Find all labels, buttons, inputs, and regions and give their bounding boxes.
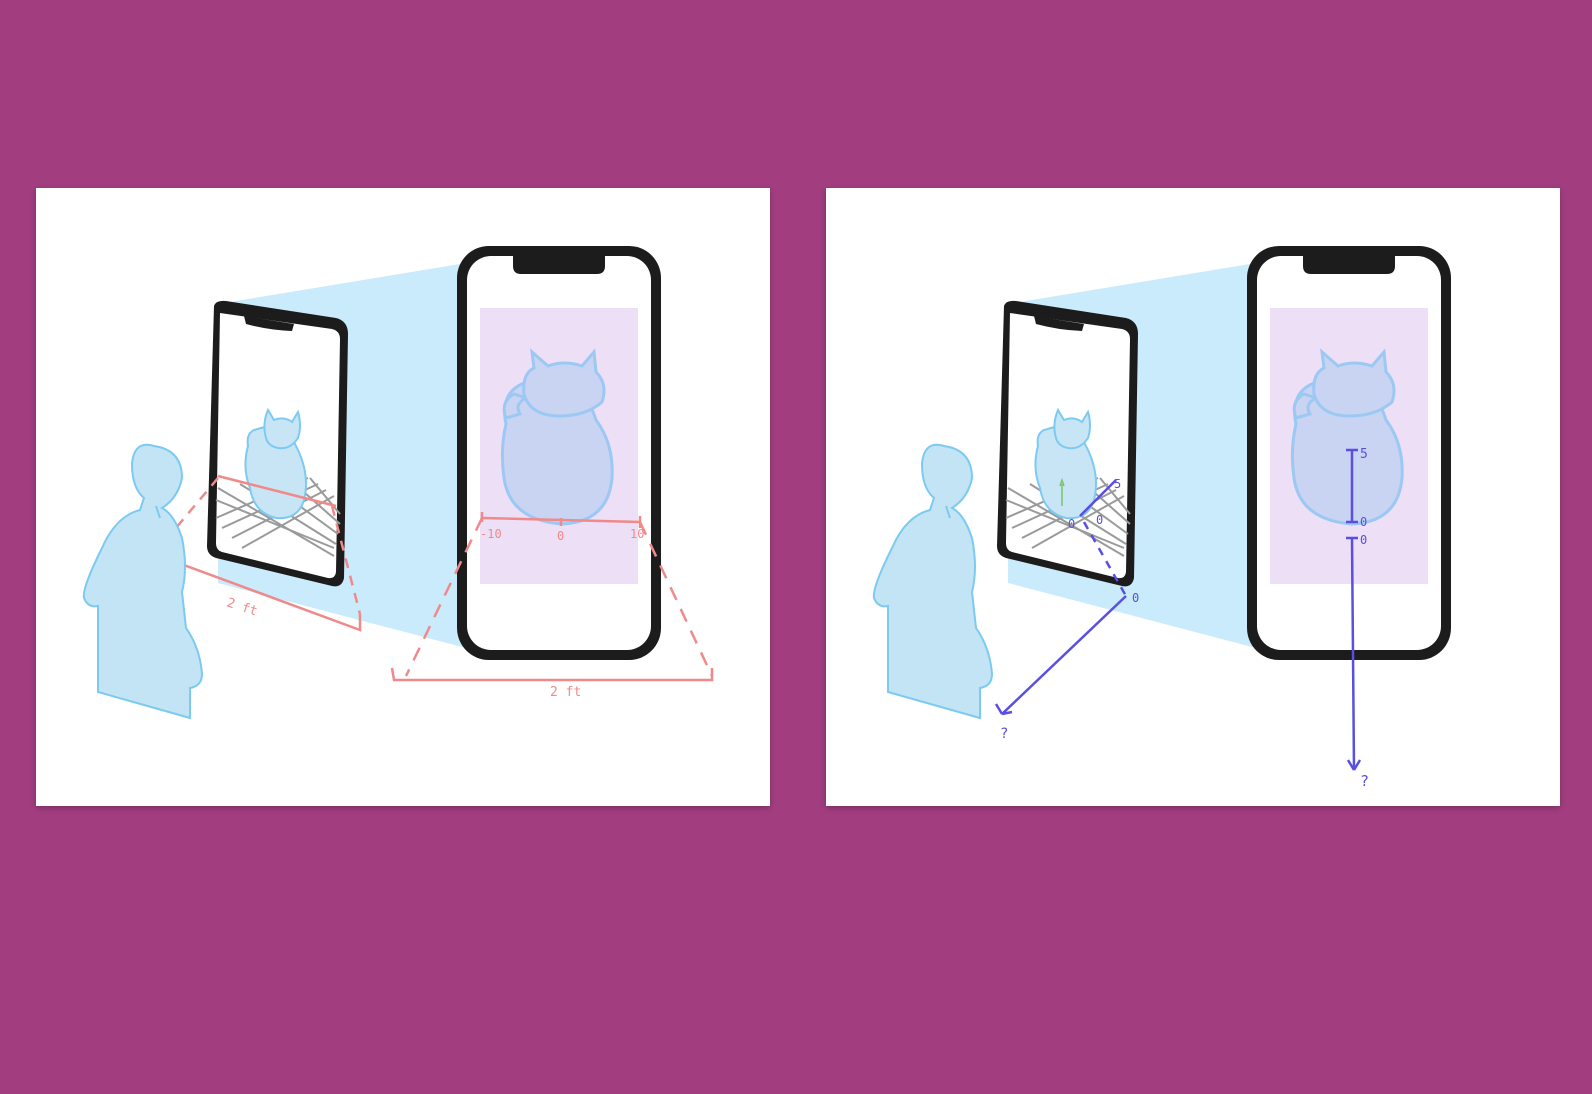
far-unknown-label: ? bbox=[1000, 726, 1008, 742]
small-phone-measure bbox=[994, 479, 1128, 716]
cat-icon bbox=[500, 348, 614, 526]
tick-label-pos: 10 bbox=[630, 527, 644, 541]
distance-label-left: 2 ft bbox=[225, 596, 259, 620]
big-unknown-label: ? bbox=[1360, 772, 1369, 790]
large-phone-measure bbox=[1346, 448, 1362, 771]
small-origin-label-a: 0 bbox=[1068, 517, 1075, 531]
cat-icon bbox=[1034, 407, 1097, 520]
cat-icon bbox=[1290, 348, 1404, 526]
small-top-label: 5 bbox=[1114, 477, 1121, 491]
left-diagram: 2 ft -10 0 10 2 ft bbox=[82, 246, 714, 720]
left-diagram-panel: 2 ft -10 0 10 2 ft bbox=[36, 188, 770, 806]
distance-label-right: 2 ft bbox=[550, 685, 581, 700]
large-phone-axis bbox=[390, 512, 714, 682]
big-zero-label: 0 bbox=[1360, 515, 1367, 529]
corner-origin-label: 0 bbox=[1132, 591, 1139, 605]
tick-label-neg: -10 bbox=[480, 527, 502, 541]
person-silhouette-icon bbox=[872, 443, 994, 720]
small-origin-label-b: 0 bbox=[1096, 513, 1103, 527]
small-axis-marker bbox=[1059, 477, 1065, 506]
big-top-label: 5 bbox=[1360, 447, 1368, 462]
big-zero-label-2: 0 bbox=[1360, 533, 1367, 547]
tick-label-zero: 0 bbox=[557, 529, 564, 543]
right-diagram-panel: 5 0 0 0 ? 5 0 0 ? bbox=[826, 188, 1560, 806]
right-diagram: 5 0 0 0 ? 5 0 0 ? bbox=[872, 246, 1451, 790]
person-silhouette-icon bbox=[82, 443, 204, 720]
